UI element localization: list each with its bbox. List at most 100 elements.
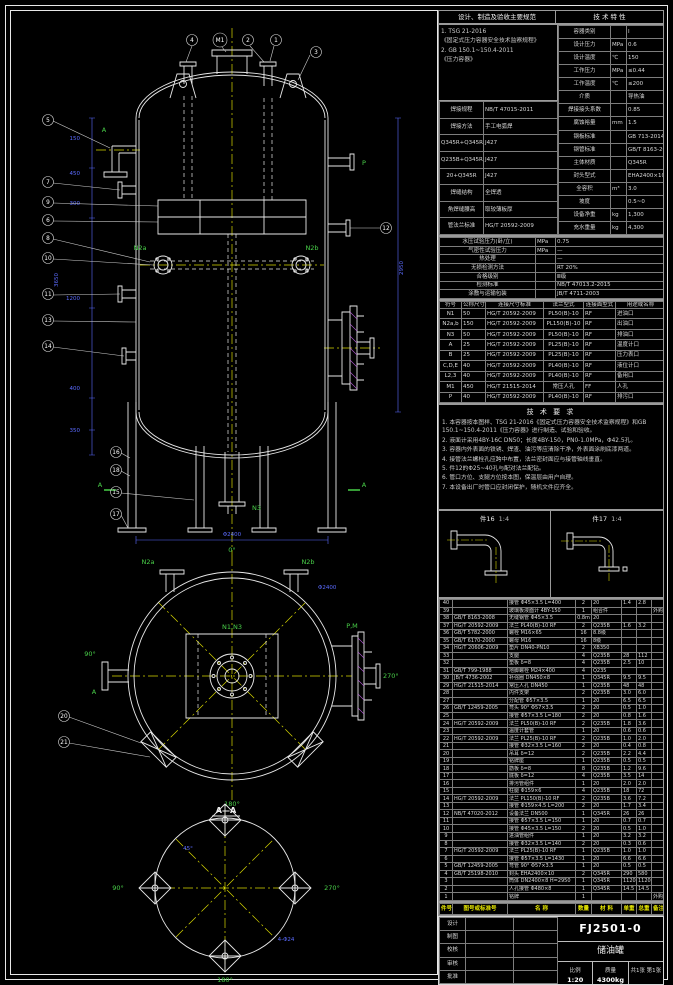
table-cell: 排污口 bbox=[615, 391, 663, 403]
bom-col-header: 件号 bbox=[439, 903, 453, 915]
table-cell: 3.0 bbox=[626, 181, 663, 196]
table-cell: 柱腿 Φ159×6 bbox=[507, 786, 576, 796]
table-cell: 2 bbox=[575, 711, 592, 721]
table-row: 批准 bbox=[439, 969, 558, 984]
table-cell bbox=[452, 816, 508, 826]
outer-border bbox=[5, 5, 668, 980]
bom-col-header: 材 料 bbox=[591, 903, 622, 915]
scale-value: 1:20 bbox=[567, 976, 584, 984]
table-cell: N1 bbox=[439, 308, 462, 320]
table-cell: HG/T 20592-2009 bbox=[485, 308, 544, 320]
table-cell: Q235B bbox=[591, 659, 622, 668]
table-cell: 管法兰标准 bbox=[439, 217, 484, 235]
table-cell: 介质 bbox=[558, 90, 611, 105]
table-cell: Q235B bbox=[591, 847, 622, 856]
table-cell: 工作压力 bbox=[558, 64, 611, 79]
table-cell: 12 bbox=[439, 809, 453, 818]
table-cell: 手工电弧焊 bbox=[483, 117, 558, 136]
table-cell: HG/T 20606-2009 bbox=[452, 644, 508, 653]
table-cell: 14.5 bbox=[621, 884, 637, 894]
table-cell: 2 bbox=[575, 839, 592, 848]
table-cell: 人孔接管 Φ480×8 bbox=[507, 884, 576, 894]
table-cell: XB350 bbox=[591, 644, 622, 653]
table-cell: kg bbox=[610, 220, 627, 235]
list-line: 5. 件12的Φ25~40孔与配对法兰配钻。 bbox=[442, 465, 545, 472]
table-cell: ≤200 bbox=[626, 77, 663, 92]
table-cell bbox=[651, 809, 663, 818]
table-cell: 20 bbox=[591, 832, 622, 841]
table-cell: HG/T 20592-2009 bbox=[485, 339, 544, 351]
table-cell: GB/T 8163-2008 bbox=[452, 614, 508, 623]
table-cell: 1.0 bbox=[636, 847, 652, 856]
table-cell bbox=[465, 969, 514, 984]
table-cell: 液位计口 bbox=[615, 360, 663, 372]
bom-col-header: 名 称 bbox=[507, 903, 576, 915]
table-cell: 2.0 bbox=[636, 734, 652, 743]
table-cell bbox=[513, 917, 558, 932]
table-cell: 26 bbox=[621, 809, 637, 818]
table-cell: 15 bbox=[439, 786, 453, 796]
table-cell: GB/T 25198-2010 bbox=[452, 869, 508, 879]
table-cell: 接管 Φ45×3.5 L=150 bbox=[507, 824, 576, 833]
table-cell: 20 bbox=[591, 801, 622, 811]
table-cell: 25 bbox=[461, 349, 486, 362]
bom-col-header: 备注 bbox=[651, 903, 663, 915]
table-cell: 6.0 bbox=[636, 689, 652, 698]
table-cell: Q235B bbox=[591, 764, 622, 773]
table-cell bbox=[452, 599, 508, 608]
table-cell bbox=[452, 854, 508, 864]
table-cell: 25 bbox=[461, 339, 486, 351]
table-row: 焊接方法手工电弧焊 bbox=[439, 117, 558, 136]
table-cell: 2 bbox=[575, 824, 592, 833]
table-cell: 铭牌 bbox=[507, 892, 576, 901]
table-cell bbox=[651, 877, 663, 886]
table-cell bbox=[636, 629, 652, 638]
table-cell bbox=[621, 892, 637, 901]
table-cell: 0.5 bbox=[621, 756, 637, 766]
table-cell: Q235B bbox=[591, 786, 622, 796]
table-cell bbox=[535, 263, 556, 273]
table-cell: 10 bbox=[439, 824, 453, 833]
table-cell: 0.3 bbox=[621, 839, 637, 848]
table-cell: 外购 bbox=[651, 892, 663, 901]
table-cell: Q345R bbox=[591, 869, 622, 879]
table-cell: 3.2 bbox=[636, 621, 652, 631]
table-cell bbox=[651, 651, 663, 661]
table-cell: 2.2 bbox=[621, 749, 637, 758]
technical-notes: 技 术 要 求 1. 本容器按本图样、TSG 21-2016《固定式压力容器安全… bbox=[438, 404, 664, 510]
table-cell: 批准 bbox=[439, 969, 466, 984]
table-cell: 接管 Φ45×3.5 L=400 bbox=[507, 599, 576, 608]
table-cell: HG/T 20592-2009 bbox=[483, 217, 558, 235]
table-cell: 30 bbox=[439, 674, 453, 683]
table-cell bbox=[621, 636, 637, 646]
table-cell: 0.5 bbox=[621, 704, 637, 713]
table-cell: 36 bbox=[439, 629, 453, 638]
table-cell: 1 bbox=[575, 756, 592, 766]
table-cell: 13 bbox=[439, 801, 453, 811]
table-cell: 分配管 Φ57×3.5 bbox=[507, 696, 576, 706]
table-cell: 焊接接头系数 bbox=[558, 103, 611, 118]
list-line: 4. 接管法兰螺栓孔应跨中布置，法兰密封面应与接管轴线垂直。 bbox=[442, 456, 606, 463]
table-cell: PL40(B)-10 bbox=[543, 360, 584, 372]
table-cell: FF bbox=[583, 381, 616, 393]
table-cell: HG/T 20592-2009 bbox=[452, 621, 508, 631]
table-cell: 组合件 bbox=[591, 606, 622, 616]
table-row: 热处理— bbox=[439, 254, 663, 265]
table-cell: 全容积 bbox=[558, 181, 611, 196]
table-cell: 6.5 bbox=[621, 696, 637, 706]
table-cell: 腐蚀裕量 bbox=[558, 116, 611, 131]
table-cell: 0.6 bbox=[621, 726, 637, 736]
table-cell: 0.6 bbox=[636, 839, 652, 848]
table-cell: 35 bbox=[439, 636, 453, 646]
table-cell: 20 bbox=[591, 599, 622, 608]
